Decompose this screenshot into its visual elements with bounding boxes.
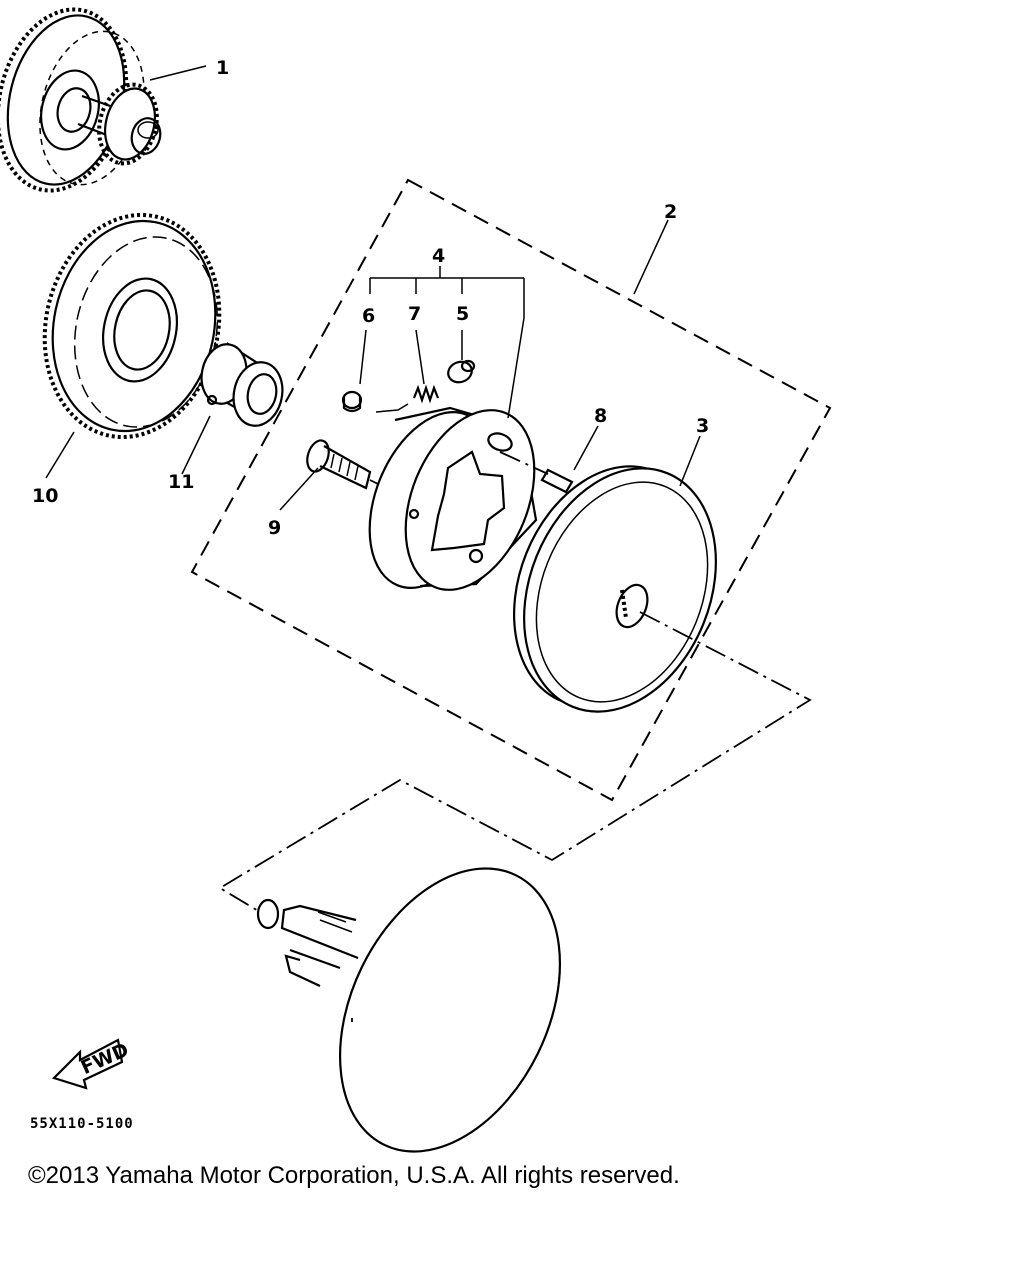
part-label-2: 2	[664, 201, 677, 223]
part-label-5: 5	[456, 303, 469, 325]
part-label-8: 8	[594, 405, 607, 427]
fwd-label: FWD	[78, 1039, 132, 1079]
part-label-6: 6	[362, 305, 375, 327]
part-label-3: 3	[696, 415, 709, 437]
part-9-bolt-drawing	[306, 439, 399, 495]
part-label-1: 1	[216, 57, 229, 79]
part-label-10: 10	[32, 485, 58, 507]
part-6-roller-drawing	[341, 390, 363, 413]
diagram-code: 55X110-5100	[30, 1116, 134, 1132]
assembly-centerline	[218, 611, 812, 913]
leader-lines	[45, 65, 701, 511]
fwd-arrow-icon: FWD	[51, 1038, 132, 1090]
part-5-plunger-drawing	[447, 359, 476, 384]
part-3-clutch-outer-drawing	[513, 465, 717, 713]
part-11-bearing-drawing	[200, 342, 284, 427]
part-1-idle-gear-drawing	[0, 7, 162, 193]
part-7-spring-drawing	[375, 384, 440, 413]
part-label-7: 7	[408, 303, 421, 325]
crankshaft-flywheel-drawing	[256, 867, 562, 1153]
part-10-wheel-gear-drawing	[42, 212, 222, 440]
assembly-2-boundary	[190, 178, 832, 802]
part-4-clutch-housing-drawing	[368, 406, 538, 591]
part-8-pin-drawing	[499, 451, 574, 494]
part-label-11: 11	[168, 471, 194, 493]
copyright-notice: ©2013 Yamaha Motor Corporation, U.S.A. A…	[28, 1162, 680, 1189]
part-label-4: 4	[432, 245, 445, 267]
part-label-9: 9	[268, 517, 281, 539]
